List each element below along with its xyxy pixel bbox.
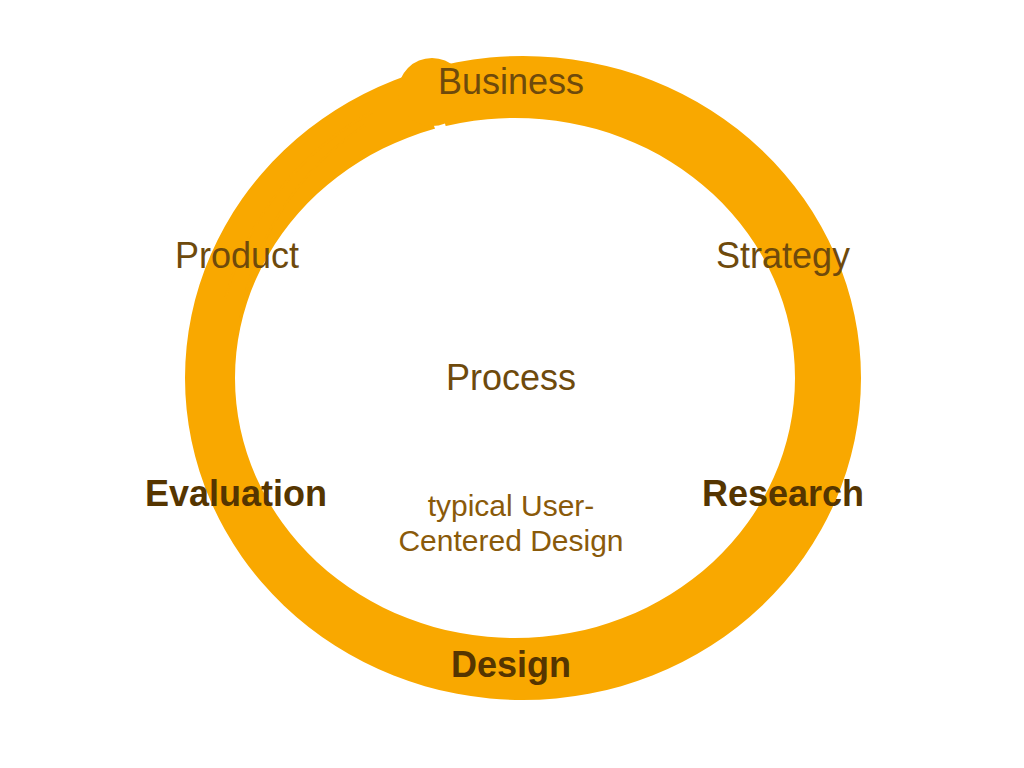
phase-label: Evaluation bbox=[145, 474, 327, 514]
ring-label: Business bbox=[438, 62, 584, 102]
ring-label: typical User-Centered Design bbox=[381, 488, 641, 558]
ring-band bbox=[185, 56, 861, 700]
ring-label: Product bbox=[175, 236, 299, 276]
ring-label: Strategy bbox=[716, 236, 850, 276]
brush-streak bbox=[240, 125, 365, 320]
phase-label: Research bbox=[702, 474, 864, 514]
ring-label: Process bbox=[446, 358, 576, 398]
phase-label: Design bbox=[451, 645, 571, 685]
ring-gap bbox=[386, 0, 523, 378]
